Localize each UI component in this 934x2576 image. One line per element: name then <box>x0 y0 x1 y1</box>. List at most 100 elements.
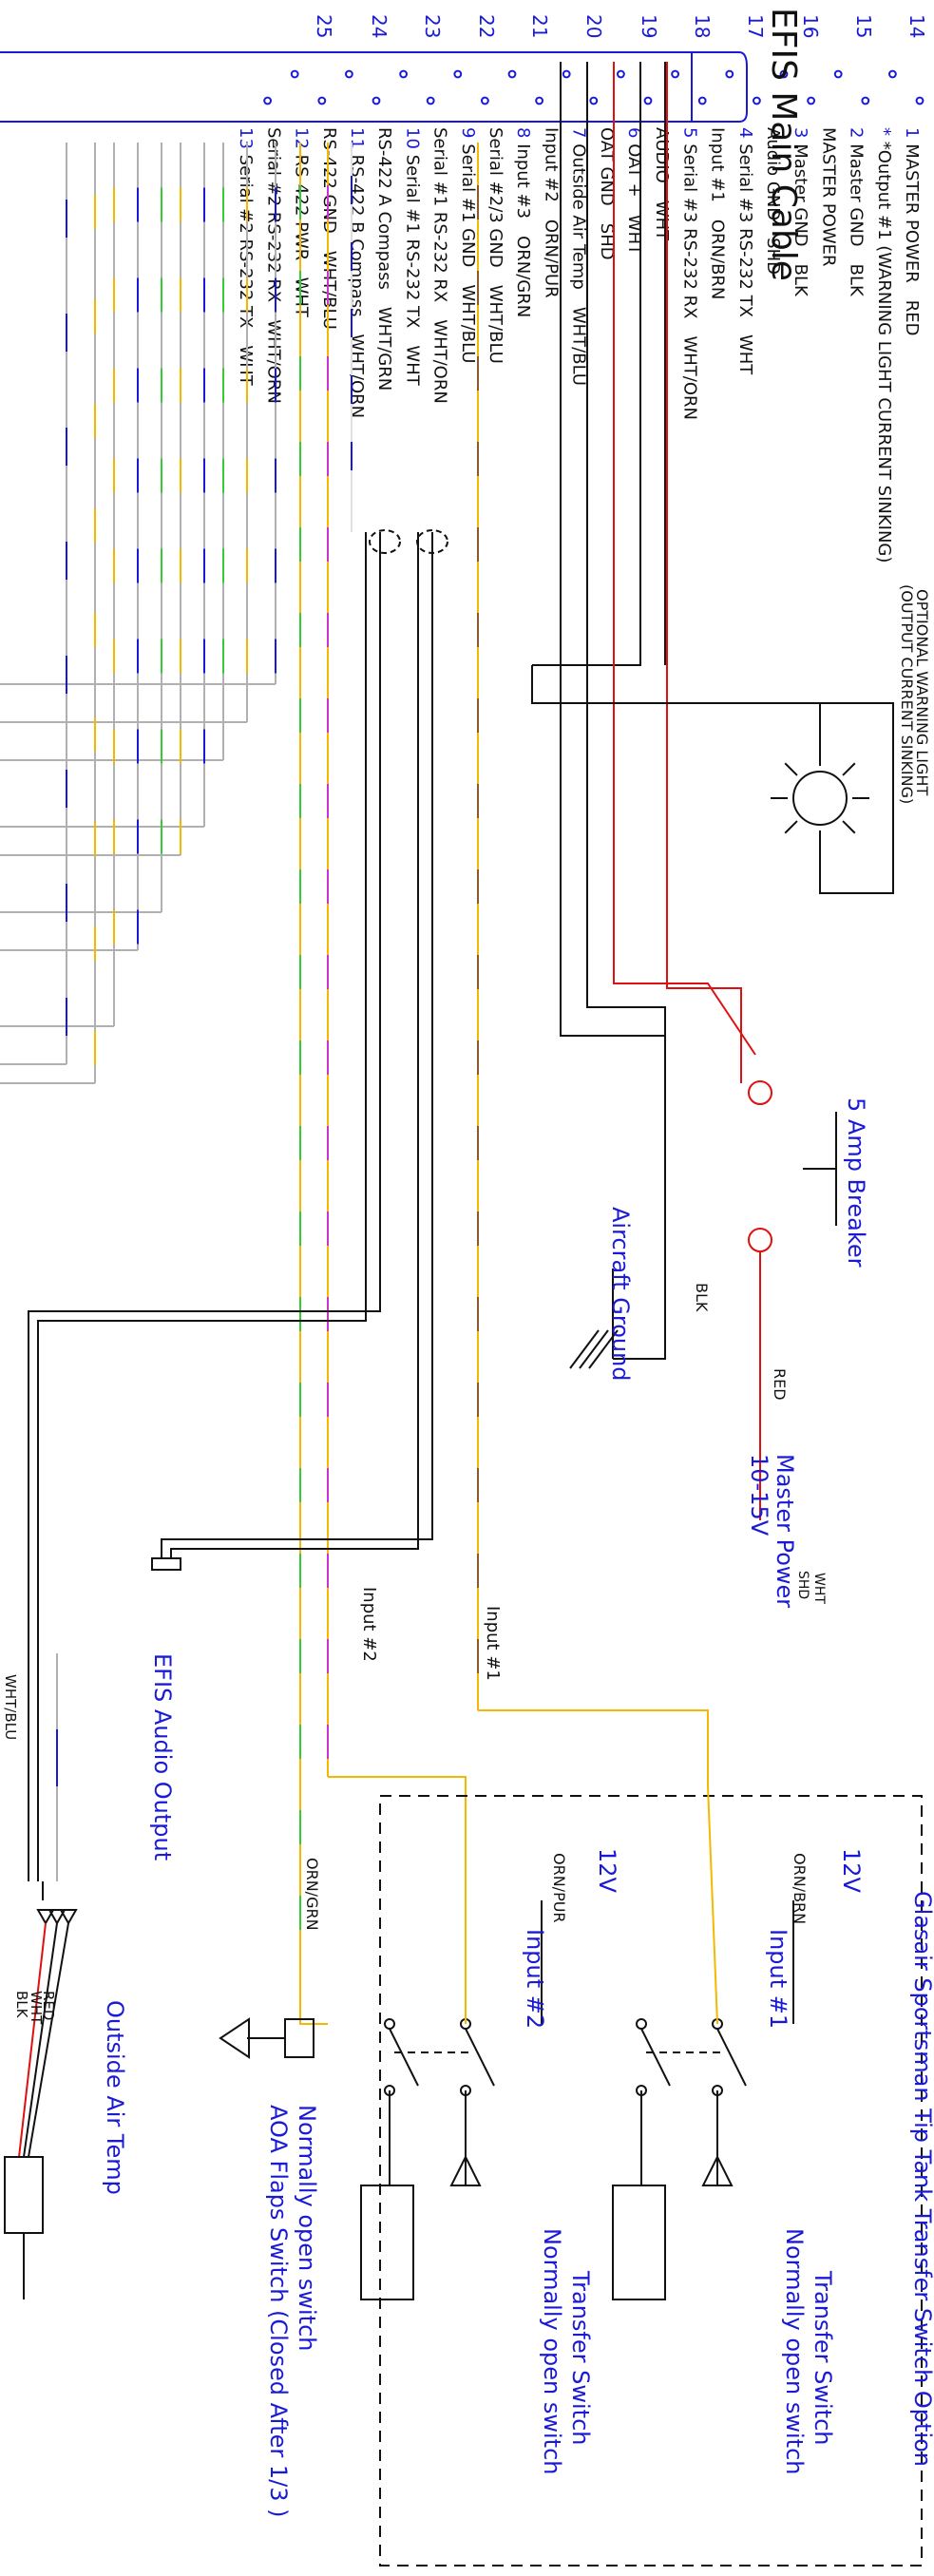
connector-pin <box>562 69 571 79</box>
connector-row-label: 8 Input #3ORN/GRN <box>513 127 533 317</box>
connector-row-label: 1 MASTER POWERRED <box>902 127 922 336</box>
connector-row-label: RS-422 GNDWHT/BLU <box>319 127 339 330</box>
connector-pin <box>753 96 761 105</box>
aoa-normally-open: Normally open switch <box>294 2105 320 2351</box>
orn-pur-label: ORN/PUR <box>550 1853 568 1923</box>
connector-pin <box>481 96 489 105</box>
warning-light-loop <box>819 702 894 894</box>
output1-wire <box>532 62 641 666</box>
connector-row-label: OAT GNDSHD <box>597 127 617 260</box>
connector-pin-number: 14 <box>905 14 928 38</box>
aircraft-ground-label: Aircraft Ground <box>607 1207 634 1382</box>
oat-pin-icon <box>36 1909 55 1926</box>
aoa-ground-icon <box>219 2017 250 2059</box>
connector-pin-number: 25 <box>313 14 335 38</box>
connector-pin <box>426 96 435 105</box>
ground-wire-color: BLK <box>693 1283 711 1312</box>
diagram-title: EFIS Main Cable <box>764 8 803 281</box>
connector-row-label: Serial #2/3 GNDWHT/BLU <box>486 127 505 364</box>
warning-light-icon <box>792 771 848 826</box>
connector-row-label: Input #2ORN/PUR <box>541 127 561 298</box>
connector-pin <box>345 69 353 79</box>
audio-connector-icon <box>151 1557 181 1571</box>
connector-pin-number: 20 <box>582 14 605 38</box>
tip-input1-wire <box>707 1785 718 2025</box>
v12-label-2: 12V <box>594 1848 620 1894</box>
tip-tank-title: Glasair Sportsman Tip Tank Transfer Swit… <box>909 1891 934 2467</box>
aoa-wire-color: ORN/GRN <box>303 1858 321 1931</box>
breaker-label: 5 Amp Breaker <box>843 1097 869 1268</box>
connector-pin <box>399 69 409 79</box>
connector-pin-number: 21 <box>528 14 551 38</box>
audio-wht-label: WHT <box>811 1573 827 1604</box>
oat-red-label: RED <box>40 1991 57 2020</box>
transfer-normally-open-1: Normally open switch <box>781 2228 808 2474</box>
warning-light-ray <box>784 762 798 776</box>
audio-shd-label: SHD <box>795 1571 810 1599</box>
connector-pin <box>290 69 299 79</box>
connector-row-label: Serial #2 RS-232 RXWHT/ORN <box>263 127 283 404</box>
connector-pin <box>833 69 843 79</box>
oat-wht-small-label: WHT <box>28 1991 45 2025</box>
transfer-switch-label-2: Transfer Switch <box>567 2270 594 2445</box>
connector-row-label: 6 OAT +WHT <box>624 127 644 256</box>
warning-light-ray <box>842 820 856 834</box>
switch-lever <box>465 2028 495 2087</box>
connector-row-label: 3 Master GNDBLK <box>791 127 810 297</box>
oat-wire <box>37 532 367 1634</box>
connector-row-label: 7 Outside Air TempWHT/BLU <box>569 127 589 386</box>
connector-row-label: Audio GNDSHD <box>763 127 783 275</box>
transfer-switch-label-1: Transfer Switch <box>810 2270 836 2445</box>
oat-lead <box>23 1922 69 2158</box>
warning-light-sub-label: (OUTPUT CURRENT SINKING) <box>898 584 916 804</box>
warning-light-label: OPTIONAL WARNING LIGHT <box>913 589 931 795</box>
master-power-label: Master Power <box>772 1454 798 1608</box>
oat-wht-blu-label: WHT/BLU <box>2 1674 19 1740</box>
ground-icon <box>449 2154 482 2186</box>
transfer-normally-open-2: Normally open switch <box>539 2228 565 2474</box>
connector-row-label: 2 Master GNDBLK <box>847 127 867 297</box>
tip-input2-label: Input #2 <box>522 1929 548 2029</box>
connector-row-label: Input #1ORN/BRN <box>708 127 728 299</box>
audio-wire <box>161 532 433 1558</box>
input2-wire-label: Input #2 <box>359 1587 379 1662</box>
connector-pin <box>725 69 734 79</box>
db25-connector-shell <box>0 51 692 123</box>
connector-pin <box>617 69 625 79</box>
connector-pin-number: 22 <box>475 14 498 38</box>
connector-row-label: RS-422 A CompassWHT/GRN <box>374 127 394 391</box>
connector-pin-number: 17 <box>744 14 767 38</box>
ground-wire <box>612 1269 614 1359</box>
connector-pin <box>643 96 653 105</box>
oat-shd-wire <box>28 532 381 1634</box>
connector-pin <box>779 69 789 79</box>
oat-cable <box>28 1634 39 1881</box>
connector-pin <box>535 96 543 105</box>
warning-light-ray <box>784 820 798 834</box>
connector-row-label: 9 Serial #1 GNDWHT/BLU <box>458 127 478 363</box>
switch-terminal <box>384 2018 395 2030</box>
efis-audio-label: EFIS Audio Output <box>149 1653 176 1860</box>
connector-pin-number: 16 <box>799 14 822 38</box>
connector-row-label: 11 RS-422 B CompassWHT/ORN <box>347 127 367 418</box>
connector-row-label: 10 Serial #1 RS-232 TXWHT <box>402 127 422 387</box>
connector-pin-number: 23 <box>421 14 444 38</box>
connector-row-label: 4 Serial #3 RS-232 TXWHT <box>735 127 755 375</box>
breaker-terminal <box>748 1080 772 1105</box>
cable-shield-icon <box>369 529 401 554</box>
aoa-switch-label: AOA Flaps Switch (Closed After 1/3 ) <box>265 2105 292 2518</box>
master-power-voltage: 10-15V <box>746 1454 772 1536</box>
tip-input1-label: Input #1 <box>765 1929 791 2029</box>
input1-wire <box>478 1709 709 1786</box>
switch-terminal <box>636 2018 647 2030</box>
connector-pin <box>589 96 599 105</box>
transfer-switch-icon <box>612 2185 666 2300</box>
connector-pin <box>697 96 707 105</box>
connector-pin <box>888 69 897 79</box>
ground-icon <box>701 2154 734 2186</box>
audio-shd-wire <box>170 532 419 1558</box>
transfer-switch-icon <box>360 2185 414 2300</box>
connector-pin <box>671 69 679 79</box>
